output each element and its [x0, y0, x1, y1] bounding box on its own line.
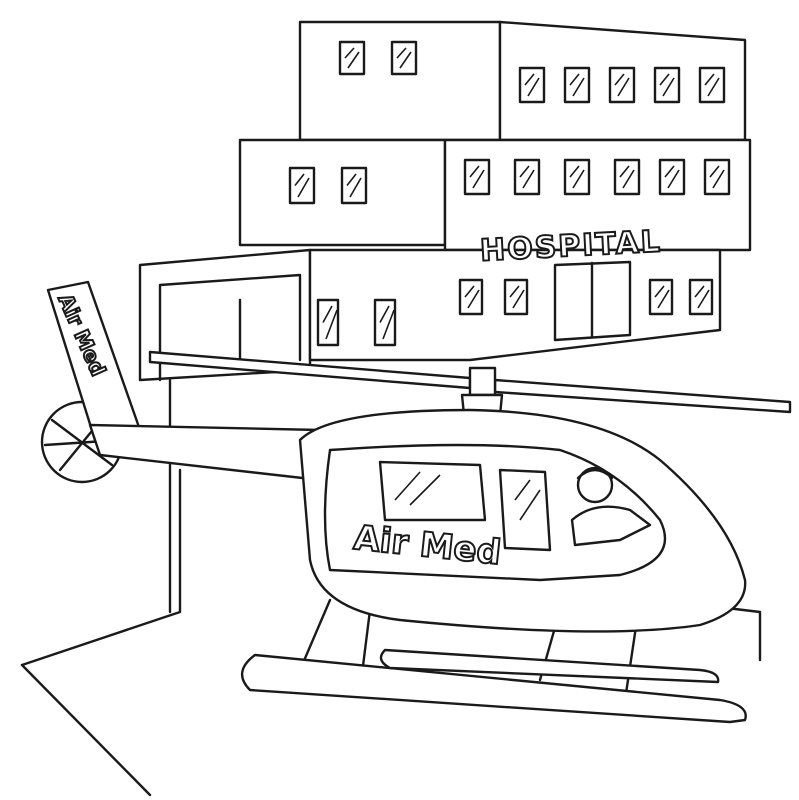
window-glare	[664, 165, 680, 189]
window-glare	[469, 165, 485, 189]
window-glare	[346, 173, 362, 198]
window-glare	[619, 165, 635, 189]
window	[653, 66, 681, 104]
window	[463, 158, 491, 196]
window	[340, 166, 368, 205]
window	[288, 166, 316, 205]
windows	[288, 40, 731, 347]
window	[698, 66, 726, 104]
window	[373, 298, 397, 347]
window	[613, 158, 641, 196]
window	[390, 40, 418, 76]
window-glare	[709, 165, 725, 189]
window-glare	[659, 73, 675, 97]
window-glare	[614, 73, 630, 97]
helicopter-body: Air Med	[298, 408, 747, 633]
window	[658, 158, 686, 196]
window	[703, 158, 731, 196]
cabin-window	[378, 460, 487, 522]
hospital-building: HOSPITAL	[138, 20, 752, 614]
window-glare	[509, 285, 525, 309]
window-glare	[294, 173, 310, 198]
window-glare	[569, 73, 585, 97]
pilot	[570, 466, 652, 547]
window	[503, 278, 529, 316]
window-glare	[519, 165, 535, 189]
window	[563, 158, 591, 196]
window-glare	[464, 285, 480, 309]
main-rotor	[148, 350, 792, 417]
window	[316, 298, 340, 347]
window-glare	[344, 47, 360, 69]
door-window	[498, 468, 552, 552]
window	[608, 66, 636, 104]
window	[518, 66, 546, 104]
window	[458, 278, 484, 316]
window-glare	[654, 285, 670, 309]
window	[688, 278, 714, 316]
window	[513, 158, 541, 196]
window	[648, 278, 674, 316]
window-glare	[704, 73, 720, 97]
window-glare	[379, 305, 395, 340]
window	[338, 40, 366, 76]
window-glare	[396, 47, 412, 69]
window-glare	[694, 285, 710, 309]
window-glare	[322, 305, 338, 340]
window	[563, 66, 591, 104]
landing-skids	[241, 598, 747, 724]
window-glare	[524, 73, 540, 97]
window-glare	[569, 165, 585, 189]
